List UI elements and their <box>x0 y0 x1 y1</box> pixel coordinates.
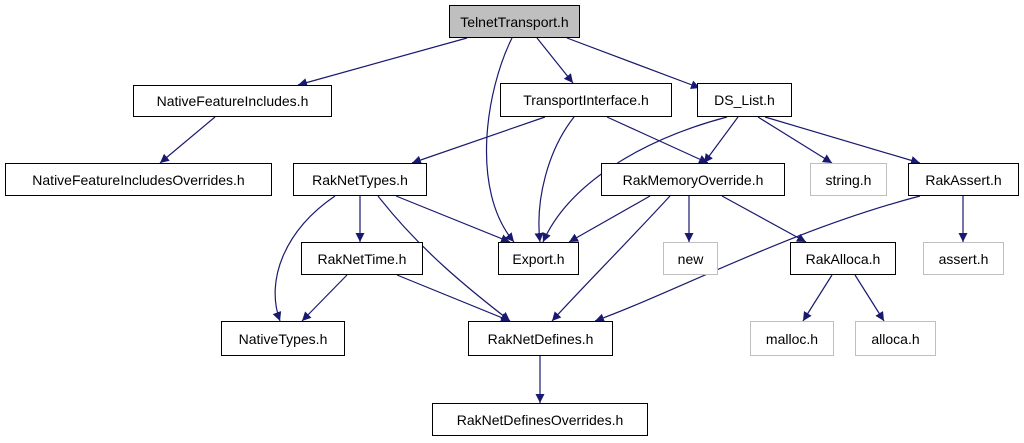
edge-raknet-time-to-native-types <box>301 274 348 322</box>
edge-ds-list-to-string-h <box>757 116 833 164</box>
edge-native-feature-includes-to-native-feature-includes-overrides <box>159 116 216 164</box>
edge-telnet-transport-to-export-h <box>485 37 515 243</box>
edge-raknet-time-to-raknet-defines <box>396 274 511 322</box>
edge-rak-alloca-to-alloca-h <box>854 274 885 322</box>
node-rak-alloca-h[interactable]: RakAlloca.h <box>790 242 896 275</box>
node-rak-memory-override-h[interactable]: RakMemoryOverride.h <box>601 163 785 196</box>
node-export-h[interactable]: Export.h <box>498 242 579 275</box>
node-malloc-h[interactable]: malloc.h <box>750 321 834 356</box>
edge-telnet-transport-to-transport-interface <box>536 37 574 84</box>
node-raknet-defines-h[interactable]: RakNetDefines.h <box>468 321 613 356</box>
node-native-feature-includes-h[interactable]: NativeFeatureIncludes.h <box>133 85 332 117</box>
node-raknet-types-h[interactable]: RakNetTypes.h <box>293 163 427 196</box>
node-new[interactable]: new <box>663 242 718 275</box>
node-raknet-time-h[interactable]: RakNetTime.h <box>301 242 423 275</box>
node-alloca-h[interactable]: alloca.h <box>855 321 936 356</box>
edge-rak-alloca-to-malloc-h <box>802 274 833 322</box>
node-transport-interface-h[interactable]: TransportInterface.h <box>500 83 672 117</box>
edge-raknet-types-to-native-types <box>272 195 336 322</box>
edge-ds-list-to-rak-memory-override <box>703 116 739 164</box>
edge-transport-interface-to-rak-memory-override <box>606 116 709 164</box>
edge-telnet-transport-to-native-feature-includes <box>297 37 468 87</box>
node-raknet-defines-overrides-h[interactable]: RakNetDefinesOverrides.h <box>432 403 648 436</box>
node-rak-assert-h[interactable]: RakAssert.h <box>908 163 1019 196</box>
edge-rak-memory-override-to-rak-alloca <box>721 195 807 243</box>
edge-raknet-types-to-raknet-defines <box>377 195 511 322</box>
edge-rak-memory-override-to-raknet-defines <box>551 195 671 322</box>
edge-rak-assert-to-raknet-defines <box>594 195 921 323</box>
edge-transport-interface-to-raknet-types <box>411 116 546 165</box>
edge-ds-list-to-rak-assert <box>764 116 921 165</box>
node-string-h[interactable]: string.h <box>810 163 887 196</box>
edge-transport-interface-to-export-h <box>534 116 575 243</box>
edge-raknet-types-to-export-h <box>395 195 511 243</box>
node-ds-list-h[interactable]: DS_List.h <box>697 83 792 117</box>
node-telnet-transport-h[interactable]: TelnetTransport.h <box>449 5 580 38</box>
edge-telnet-transport-to-ds-list <box>566 37 701 90</box>
node-native-types-h[interactable]: NativeTypes.h <box>221 321 345 356</box>
node-native-feature-includes-overrides-h[interactable]: NativeFeatureIncludesOverrides.h <box>5 163 272 196</box>
edge-rak-memory-override-to-export-h <box>568 195 651 243</box>
node-assert-h[interactable]: assert.h <box>923 242 1004 275</box>
